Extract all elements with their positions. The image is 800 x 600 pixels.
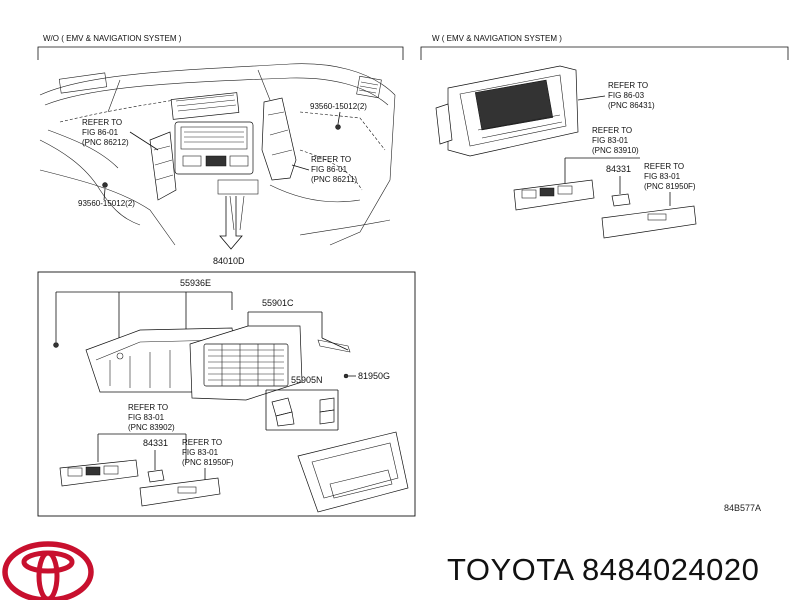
leader-93560-bottom [103, 188, 106, 201]
svg-text:REFER TO: REFER TO [128, 403, 168, 412]
leader-fig86-01-a [129, 131, 159, 151]
ref-fig83-01-l2: REFER TO FIG 83-01 (PNC 81950F) [182, 438, 234, 467]
screw-icon [343, 373, 349, 379]
ref-fig83-01-r2: REFER TO FIG 83-01 (PNC 81950F) [644, 162, 696, 191]
ribbon-cable [321, 337, 349, 351]
svg-text:(PNC 83910): (PNC 83910) [592, 146, 639, 155]
svg-text:FIG 83-01: FIG 83-01 [592, 136, 629, 145]
dashboard-illustration [39, 63, 396, 250]
clip-icon [53, 342, 59, 348]
part-93560-bottom: 93560-15012(2) [78, 199, 135, 208]
ref-fig86-01-b: REFER TO FIG 86-01 (PNC 86211) [311, 155, 357, 184]
leader-fig86-03 [577, 95, 606, 101]
leader-93560-top [337, 111, 341, 125]
svg-text:(PNC 83902): (PNC 83902) [128, 423, 175, 432]
svg-text:FIG 83-01: FIG 83-01 [644, 172, 681, 181]
ref-fig86-01-a: REFER TO FIG 86-01 (PNC 86212) [82, 118, 129, 147]
svg-text:FIG 86-01: FIG 86-01 [311, 165, 348, 174]
part-55905n: 55905N [291, 375, 323, 385]
navigation-unit-illustration [435, 65, 579, 157]
leader-55936e [55, 291, 233, 342]
svg-text:(PNC 86431): (PNC 86431) [608, 101, 655, 110]
svg-text:(PNC 86212): (PNC 86212) [82, 138, 129, 147]
part-84331-right: 84331 [606, 164, 631, 174]
svg-text:REFER TO: REFER TO [592, 126, 632, 135]
leader-fig83-01-l1 [97, 433, 187, 462]
bezel-illustration [297, 431, 409, 513]
svg-text:FIG 86-03: FIG 86-03 [608, 91, 645, 100]
header-left: W/O ( EMV & NAVIGATION SYSTEM ) [43, 34, 182, 43]
part-55901c: 55901C [262, 298, 294, 308]
part-84331-left: 84331 [143, 438, 168, 448]
diagram-code: 84B577A [724, 503, 761, 513]
control-panel-illustration [189, 325, 303, 401]
svg-text:FIG 83-01: FIG 83-01 [182, 448, 219, 457]
svg-text:FIG 86-01: FIG 86-01 [82, 128, 119, 137]
svg-text:(PNC 81950F): (PNC 81950F) [644, 182, 696, 191]
part-93560-top: 93560-15012(2) [310, 102, 367, 111]
ref-fig86-03: REFER TO FIG 86-03 (PNC 86431) [608, 81, 655, 110]
switch-assembly-right-illustration [513, 179, 697, 239]
leader-fig83-01-r1 [564, 157, 640, 184]
ribbon-cable-shape [317, 339, 351, 353]
svg-text:(PNC 81950F): (PNC 81950F) [182, 458, 234, 467]
svg-text:REFER TO: REFER TO [608, 81, 648, 90]
ref-fig83-01-l1: REFER TO FIG 83-01 (PNC 83902) [128, 403, 175, 432]
svg-text:(PNC 86211): (PNC 86211) [311, 175, 357, 184]
svg-text:REFER TO: REFER TO [644, 162, 684, 171]
part-55936e: 55936E [180, 278, 211, 288]
knob-box [265, 389, 339, 431]
part-84010d: 84010D [213, 256, 245, 266]
knob-illustration [271, 397, 335, 427]
svg-text:REFER TO: REFER TO [82, 118, 122, 127]
header-right: W ( EMV & NAVIGATION SYSTEM ) [432, 34, 562, 43]
part-81950g: 81950G [358, 371, 390, 381]
switch-assembly-left-illustration [59, 459, 221, 507]
leader-fig86-01-b [291, 164, 310, 171]
svg-text:REFER TO: REFER TO [311, 155, 351, 164]
product-title: TOYOTA 8484024020 [447, 552, 760, 587]
ref-fig83-01-r1: REFER TO FIG 83-01 (PNC 83910) [592, 126, 639, 155]
left-header-bracket [37, 46, 404, 60]
svg-text:REFER TO: REFER TO [182, 438, 222, 447]
right-header-bracket [420, 46, 789, 60]
assembly-84010d-box [37, 271, 416, 517]
svg-text:FIG 83-01: FIG 83-01 [128, 413, 165, 422]
toyota-logo-icon [2, 541, 94, 600]
